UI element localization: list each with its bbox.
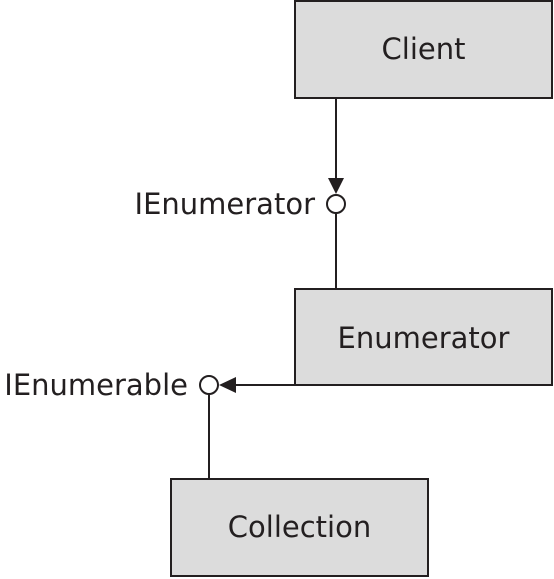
enumerator-to-ienumerable-connector xyxy=(219,377,295,393)
ienumerable-label: IEnumerable xyxy=(4,368,188,402)
collection-box: Collection xyxy=(170,478,429,577)
enumerator-box: Enumerator xyxy=(294,288,553,386)
left-arrowhead xyxy=(219,377,236,393)
ienumerable-lollipop-circle xyxy=(199,375,219,395)
down-arrowhead xyxy=(328,178,344,194)
client-label: Client xyxy=(382,32,466,66)
ienumerable-interface: IEnumerable xyxy=(4,368,219,479)
ienumerator-interface: IEnumerator xyxy=(135,187,346,289)
client-to-ienumerator-connector xyxy=(328,98,344,194)
client-box: Client xyxy=(294,0,553,99)
enumerator-label: Enumerator xyxy=(338,321,510,355)
ienumerator-label: IEnumerator xyxy=(135,187,316,221)
collection-label: Collection xyxy=(228,510,371,544)
ienumerator-lollipop-circle xyxy=(326,194,346,214)
